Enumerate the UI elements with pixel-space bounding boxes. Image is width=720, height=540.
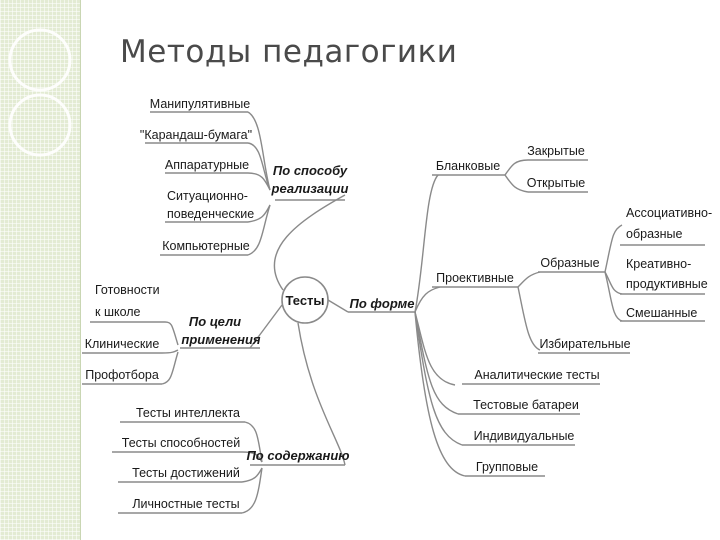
leaf-abilities: Тесты способностей <box>122 436 240 450</box>
branch-label-form: По форме <box>350 296 415 311</box>
leaf-mixed: Смешанные <box>626 306 697 320</box>
leaf-career: Профотбора <box>85 368 159 382</box>
leaf-assoc-line2: образные <box>626 227 682 241</box>
leaf-analytic: Аналитические тесты <box>474 368 599 382</box>
leaf-individual: Индивидуальные <box>474 429 575 443</box>
branch-realization: По способу реализации Манипулятивные "Ка… <box>140 97 349 253</box>
leaf-assoc-line1: Ассоциативно- <box>626 206 712 220</box>
leaf-situational-line2: поведенческие <box>167 207 254 221</box>
branch-label-purpose-line1: По цели <box>189 314 241 329</box>
leaf-closed: Закрытые <box>527 144 585 158</box>
branch-label-purpose-line2: применения <box>181 332 261 347</box>
sub-blank: Бланковые <box>436 159 500 173</box>
branch-purpose: По цели применения Готовности к школе Кл… <box>85 283 261 382</box>
leaf-achievements: Тесты достижений <box>132 466 240 480</box>
branch-label-realization-line2: реализации <box>271 181 349 196</box>
branch-label-content: По содержанию <box>246 448 349 463</box>
leaf-open: Открытые <box>527 176 586 190</box>
sub-projective: Проективные <box>436 271 514 285</box>
leaf-manipulative: Манипулятивные <box>150 97 250 111</box>
leaf-personality: Личностные тесты <box>132 497 239 511</box>
leaf-computer: Компьютерные <box>162 239 250 253</box>
leaf-readiness-line2: к школе <box>95 305 141 319</box>
connector-lines <box>82 112 705 513</box>
leaf-selective: Избирательные <box>539 337 630 351</box>
branch-form: По форме Бланковые Закрытые Открытые Про… <box>350 144 713 474</box>
center-label: Тесты <box>285 293 324 308</box>
leaf-readiness-line1: Готовности <box>95 283 160 297</box>
leaf-situational-line1: Ситуационно- <box>167 189 248 203</box>
leaf-creative-line1: Креативно- <box>626 257 691 271</box>
leaf-group: Групповые <box>476 460 538 474</box>
branch-label-realization-line1: По способу <box>273 163 348 178</box>
leaf-battery: Тестовые батареи <box>473 398 579 412</box>
leaf-pencil-paper: "Карандаш-бумага" <box>140 128 252 142</box>
leaf-hardware: Аппаратурные <box>165 158 249 172</box>
center-node: Тесты <box>285 293 324 308</box>
leaf-creative-line2: продуктивные <box>626 277 708 291</box>
leaf-clinical: Клинические <box>85 337 160 351</box>
leaf-intellect: Тесты интеллекта <box>136 406 240 420</box>
sub-figurative: Образные <box>540 256 599 270</box>
